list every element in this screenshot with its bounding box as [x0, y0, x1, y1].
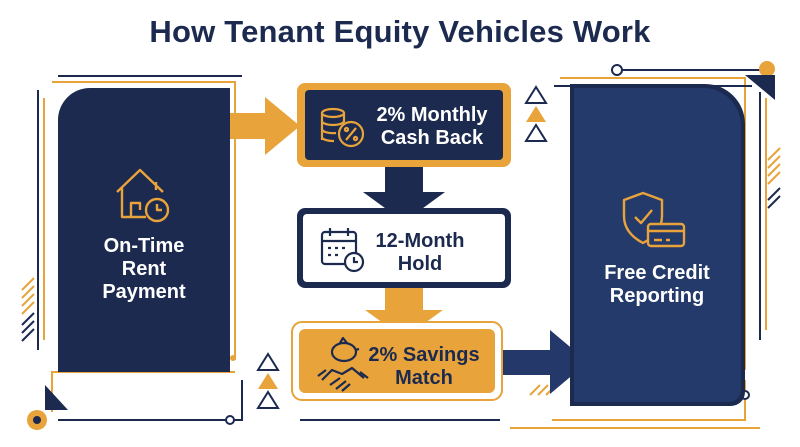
node-credit-line-1: Free Credit: [604, 262, 710, 284]
node-rent-line-1: On-Time: [103, 235, 185, 257]
calendar-clock-icon: [320, 228, 365, 273]
decor-circles: [27, 61, 775, 430]
diagram-title: How Tenant Equity Vehicles Work: [149, 14, 651, 49]
node-rent-line-2: Rent: [121, 258, 167, 280]
edge-hold-to-match: [365, 285, 443, 338]
decor-hatch: [21, 147, 781, 396]
piggybank-handshake-icon: [317, 336, 369, 392]
node-match-line-1: 2% Savings: [368, 344, 480, 366]
node-hold-label: 12-Month Hold: [366, 230, 474, 276]
node-cashback-line-2: Cash Back: [380, 127, 484, 149]
shield-check-card-icon: [622, 191, 686, 248]
decor-triangles: [45, 75, 775, 410]
node-rent-line-3: Payment: [102, 281, 186, 303]
node-cashback-line-1: 2% Monthly: [376, 104, 488, 126]
node-cashback-label: 2% Monthly Cash Back: [364, 104, 500, 150]
edge-cashback-to-hold: [363, 162, 445, 222]
node-hold-line-2: Hold: [397, 253, 443, 275]
node-match-label: 2% Savings Match: [362, 344, 486, 390]
node-hold-line-1: 12-Month: [375, 230, 465, 252]
node-credit-line-2: Reporting: [609, 285, 705, 307]
node-credit-label: Free Credit Reporting: [582, 262, 732, 308]
node-rent-label: On-Time Rent Payment: [70, 235, 218, 304]
coins-percent-icon: [320, 107, 365, 148]
node-match-line-2: Match: [395, 367, 453, 389]
house-clock-icon: [116, 168, 170, 223]
edge-match-to-credit: [495, 330, 588, 394]
node-rent: [58, 88, 230, 372]
